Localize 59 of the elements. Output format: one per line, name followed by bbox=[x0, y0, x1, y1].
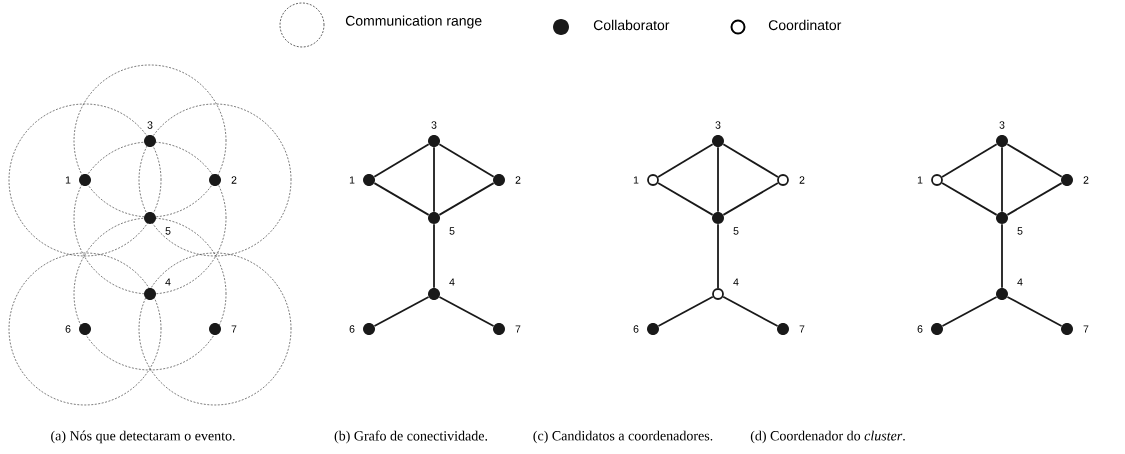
node-number: 3 bbox=[431, 121, 437, 129]
caption: (d) Coordenador do cluster. bbox=[750, 430, 905, 444]
node-number: 5 bbox=[1017, 227, 1023, 235]
graph-edge bbox=[1006, 296, 1063, 327]
node-number: 6 bbox=[917, 325, 923, 333]
node-number: 6 bbox=[349, 325, 355, 333]
graph-edge bbox=[717, 146, 719, 213]
node-number: 6 bbox=[65, 325, 71, 333]
node-number: 7 bbox=[515, 325, 521, 333]
graph-edge bbox=[373, 143, 430, 178]
node-number: 4 bbox=[1017, 278, 1023, 286]
graph-edge bbox=[1006, 143, 1063, 178]
node-number: 7 bbox=[231, 325, 237, 333]
graph-edge bbox=[722, 143, 779, 178]
node-number: 7 bbox=[1083, 325, 1089, 333]
graph-edge bbox=[722, 182, 779, 216]
node-number: 3 bbox=[715, 121, 721, 129]
caption: (c) Candidatos a coordenadores. bbox=[533, 430, 713, 444]
node-number: 1 bbox=[633, 176, 639, 184]
legend-text: Communication range bbox=[345, 15, 482, 29]
graph-edge bbox=[941, 143, 998, 178]
graph-edge bbox=[438, 143, 495, 178]
node-number: 3 bbox=[999, 121, 1005, 129]
graph-edge bbox=[373, 296, 430, 327]
graph-edge bbox=[657, 295, 714, 327]
node-number: 6 bbox=[633, 325, 639, 333]
graph-edge bbox=[373, 182, 430, 216]
graph-edge bbox=[1001, 223, 1003, 289]
node-number: 5 bbox=[165, 227, 171, 235]
graph-edge bbox=[433, 223, 435, 289]
graph-edge bbox=[438, 182, 495, 216]
legend-text: Coordinator bbox=[768, 19, 842, 31]
node-number: 3 bbox=[147, 121, 153, 129]
node-number: 1 bbox=[917, 176, 923, 184]
node-number: 4 bbox=[449, 278, 455, 286]
node-number: 2 bbox=[515, 176, 521, 184]
caption: (b) Grafo de conectividade. bbox=[334, 430, 488, 444]
node-number: 4 bbox=[165, 278, 171, 286]
graph-edge bbox=[941, 182, 998, 216]
graph-edge bbox=[722, 295, 779, 327]
node-number: 4 bbox=[733, 278, 739, 286]
legend-text: Collaborator bbox=[593, 19, 670, 31]
graph-edge bbox=[1006, 182, 1063, 216]
node-number: 1 bbox=[349, 176, 355, 184]
caption: (a) Nós que detectaram o evento. bbox=[51, 430, 235, 444]
node-number: 5 bbox=[449, 227, 455, 235]
node-number: 1 bbox=[65, 176, 71, 184]
graph-edge bbox=[433, 146, 435, 213]
node-number: 5 bbox=[733, 227, 739, 235]
node-number: 7 bbox=[799, 325, 805, 333]
graph-edge bbox=[1001, 146, 1003, 213]
graph-edge bbox=[941, 296, 998, 327]
graph-edge bbox=[717, 223, 719, 289]
graph-edge bbox=[657, 182, 714, 216]
graph-edge bbox=[657, 143, 714, 178]
node-number: 2 bbox=[231, 176, 237, 184]
node-number: 2 bbox=[1083, 176, 1089, 184]
node-number: 2 bbox=[799, 176, 805, 184]
graph-edge bbox=[438, 296, 495, 327]
